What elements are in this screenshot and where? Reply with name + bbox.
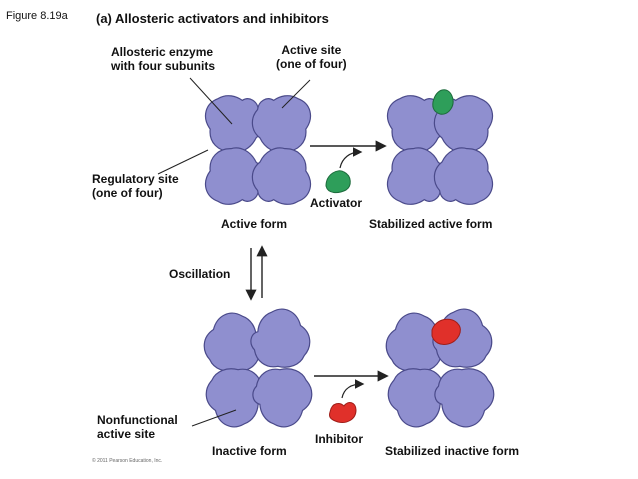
regulatory-site-label: Regulatory site (one of four) — [92, 172, 179, 200]
inactive-form-label: Inactive form — [212, 444, 287, 458]
allosteric-enzyme-label: Allosteric enzyme with four subunits — [111, 45, 215, 73]
stabilized-active-form-label: Stabilized active form — [369, 217, 493, 231]
figure-label: Figure 8.19a — [6, 10, 68, 22]
inhibitor-binding-curve — [341, 379, 365, 399]
active-form-enzyme — [198, 85, 318, 215]
part-title: (a) Allosteric activators and inhibitors — [96, 11, 329, 26]
oscillation-label: Oscillation — [169, 267, 231, 281]
copyright-notice: © 2011 Pearson Education, Inc. — [92, 458, 163, 464]
nonfunctional-site-label: Nonfunctional active site — [97, 413, 178, 441]
bound-activator — [432, 89, 454, 115]
stabilized-inactive-form-label: Stabilized inactive form — [385, 444, 520, 458]
leader-active-site — [281, 79, 311, 109]
bound-inhibitor — [431, 318, 461, 345]
leader-allosteric-enzyme — [189, 77, 233, 125]
inhibitor-label: Inhibitor — [315, 432, 363, 446]
activator-molecule — [325, 170, 351, 194]
inhibitor-molecule — [329, 402, 357, 423]
leader-nonfunctional-site — [191, 409, 237, 427]
activator-label: Activator — [310, 196, 363, 210]
activator-binding-curve — [339, 147, 363, 169]
leader-regulatory-site — [157, 149, 209, 175]
active-form-label: Active form — [221, 217, 288, 231]
inactive-form-enzyme — [195, 300, 321, 436]
active-site-label: Active site (one of four) — [276, 43, 347, 71]
